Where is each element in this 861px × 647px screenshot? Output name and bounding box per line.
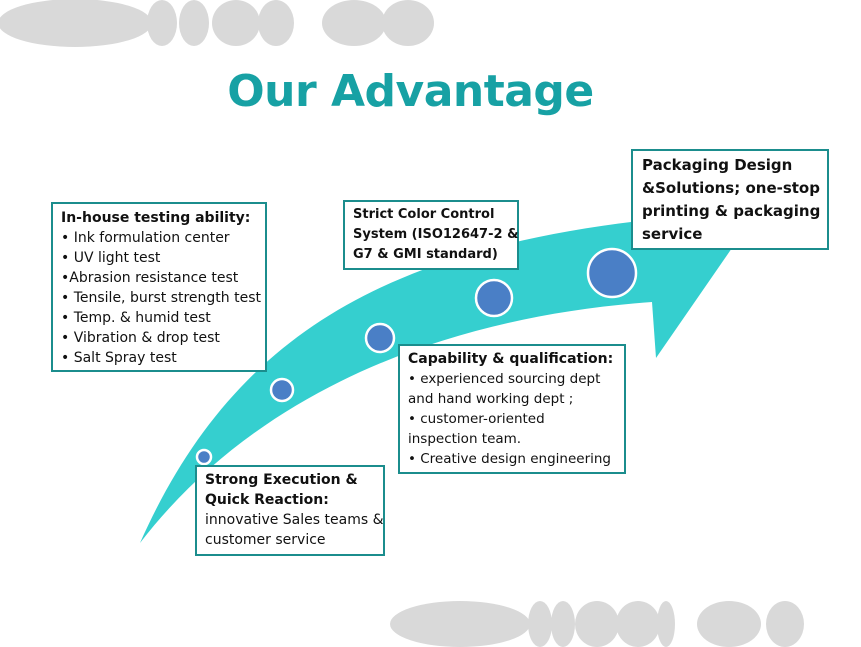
- testing-item: • Ink formulation center: [61, 230, 230, 246]
- capability-line: • customer-oriented: [408, 411, 545, 427]
- capability-heading: Capability & qualification:: [408, 351, 614, 367]
- packaging-line: Packaging Design: [642, 156, 793, 174]
- execution-line: innovative Sales teams &: [205, 512, 384, 528]
- color-control-line: G7 & GMI standard): [353, 247, 498, 262]
- capability-line: inspection team.: [408, 431, 522, 447]
- color-control-box: Strict Color Control System (ISO12647-2 …: [343, 200, 519, 270]
- capability-box: Capability & qualification: • experience…: [398, 344, 626, 474]
- packaging-line: &Solutions; one-stop: [642, 179, 820, 197]
- execution-box: Strong Execution & Quick Reaction: innov…: [195, 465, 385, 556]
- testing-item: • Tensile, burst strength test: [61, 290, 262, 306]
- testing-item: • UV light test: [61, 250, 161, 266]
- packaging-line: printing & packaging: [642, 202, 821, 220]
- milestone-circle-5: [586, 247, 638, 299]
- growth-arrow: [140, 165, 732, 543]
- execution-heading: Quick Reaction:: [205, 492, 329, 508]
- packaging-line: service: [642, 225, 703, 243]
- top-decorative-ovals: [0, 0, 434, 47]
- execution-line: customer service: [205, 532, 326, 548]
- capability-line: and hand working dept ;: [408, 391, 574, 407]
- slide-title: Our Advantage: [227, 66, 594, 117]
- execution-heading: Strong Execution &: [205, 472, 358, 488]
- testing-heading: In-house testing ability:: [61, 210, 251, 226]
- milestone-circle-3: [364, 322, 396, 354]
- color-control-line: System (ISO12647-2 &: [353, 227, 519, 242]
- milestone-circle-1: [195, 448, 213, 466]
- capability-line: • experienced sourcing dept: [408, 371, 601, 387]
- milestone-circle-2: [269, 377, 295, 403]
- testing-item: •Abrasion resistance test: [61, 270, 239, 286]
- packaging-box: Packaging Design &Solutions; one-stop pr…: [631, 149, 829, 250]
- capability-line: • Creative design engineering: [408, 451, 611, 467]
- bottom-decorative-ovals: [390, 601, 804, 647]
- testing-item: • Vibration & drop test: [61, 330, 220, 346]
- testing-ability-box: In-house testing ability: • Ink formulat…: [51, 202, 267, 372]
- testing-item: • Salt Spray test: [61, 350, 177, 366]
- testing-item: • Temp. & humid test: [61, 310, 211, 326]
- color-control-line: Strict Color Control: [353, 207, 495, 222]
- milestone-circle-4: [474, 278, 514, 318]
